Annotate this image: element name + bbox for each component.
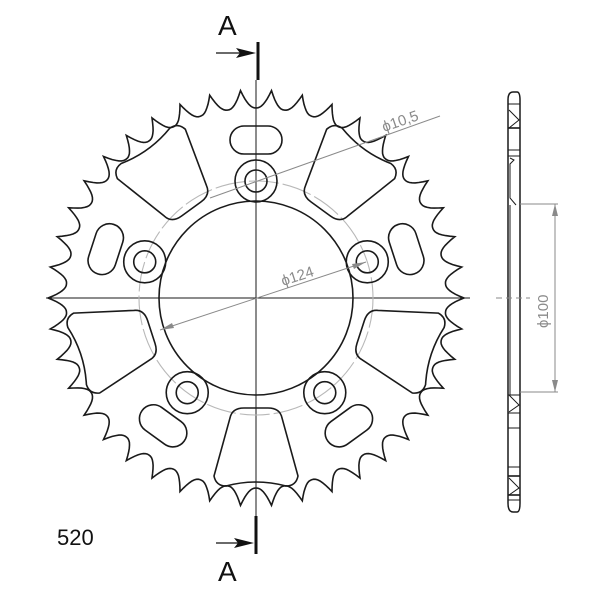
bolt-hole-dim-label: ϕ10,5 — [380, 107, 421, 135]
lightening-window — [115, 124, 209, 221]
bolt-circle-line — [138, 180, 374, 416]
section-marker-bottom — [216, 516, 258, 554]
section-marker-top — [216, 42, 260, 80]
small-slots — [87, 125, 425, 448]
bolt-hole-dimension: ϕ10,5 — [209, 107, 441, 199]
bolt-circle-dimension: ϕ124 — [159, 261, 367, 331]
bolt-hole — [355, 250, 380, 274]
bolt-hole — [345, 240, 390, 284]
lightening-window — [213, 407, 299, 487]
bolt-hole — [175, 380, 200, 405]
section-label-top: A — [218, 10, 237, 41]
bolt-hole — [132, 250, 157, 274]
small-slot — [87, 222, 125, 276]
bolt-hole — [122, 240, 167, 284]
small-slot — [229, 125, 283, 155]
lightening-window — [66, 309, 157, 394]
lightening-window — [303, 124, 397, 221]
center-bore-dim-label: ϕ100 — [535, 295, 552, 328]
small-slot — [138, 403, 188, 448]
center-lines — [46, 80, 470, 520]
bolt-hole — [302, 370, 347, 415]
bolt-holes — [122, 159, 390, 415]
center-bore-dimension: ϕ100 — [520, 203, 558, 393]
bolt-hole — [244, 169, 268, 193]
center-bore — [158, 200, 354, 396]
small-slot — [387, 222, 425, 276]
section-label-bottom: A — [218, 556, 237, 587]
lightening-window — [355, 309, 446, 394]
bolt-circle-dim-label: ϕ124 — [279, 263, 316, 290]
bolt-hole — [165, 370, 210, 415]
bolt-hole — [234, 159, 278, 203]
lightening-windows — [66, 124, 446, 487]
bolt-hole — [312, 380, 337, 405]
small-slot — [324, 403, 374, 448]
side-profile-view — [507, 91, 521, 513]
chain-size-label: 520 — [57, 525, 94, 550]
sprocket-tooth-outline — [45, 88, 467, 508]
